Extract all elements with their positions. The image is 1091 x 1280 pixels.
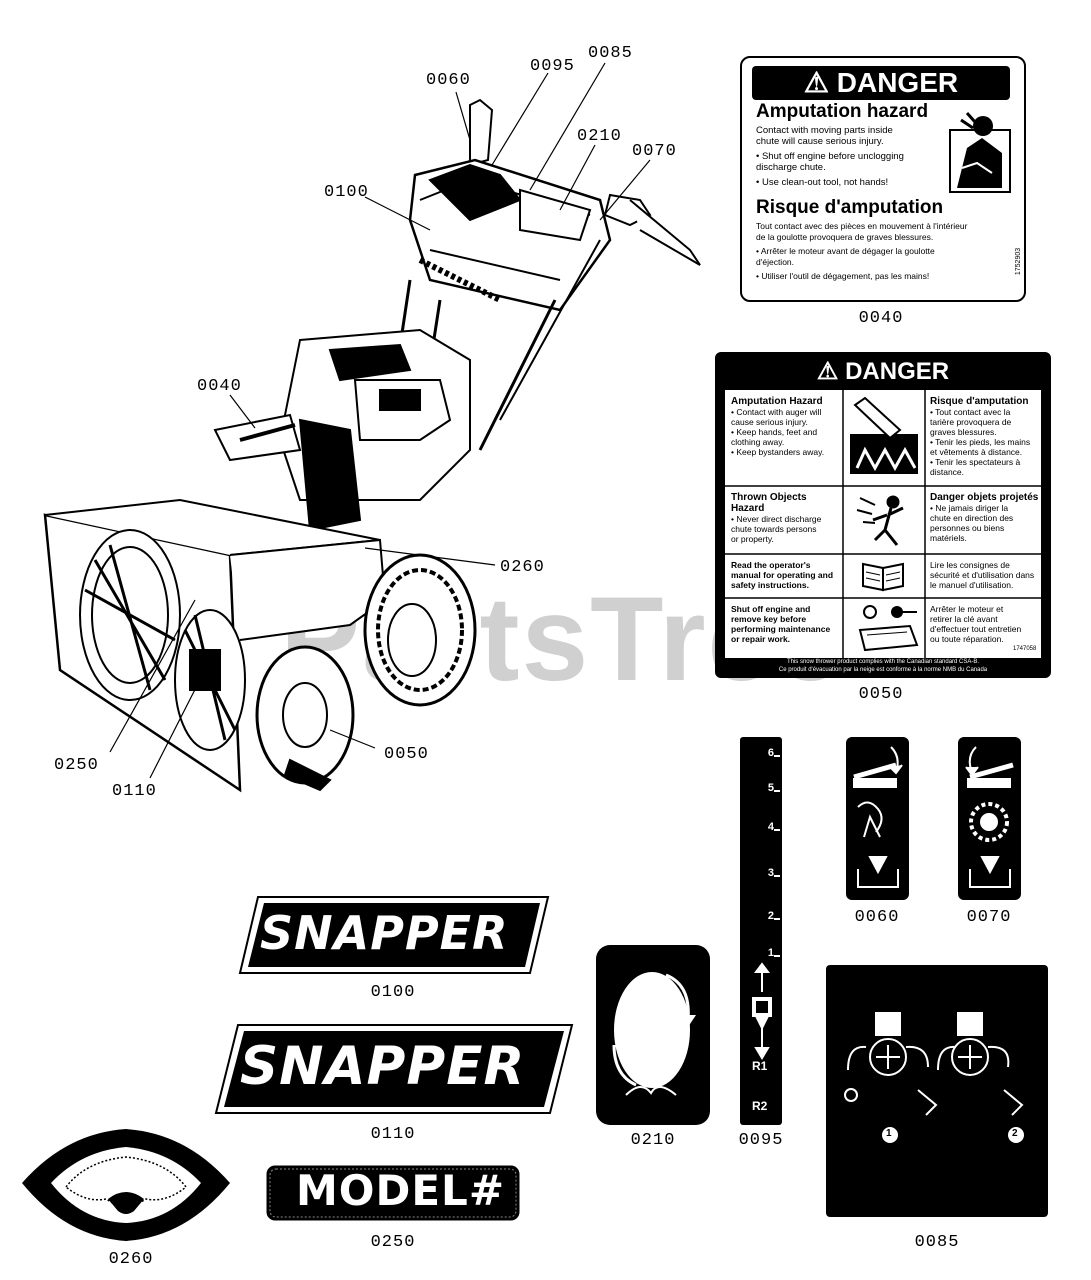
auger-icon bbox=[850, 396, 918, 474]
reverse-1-label: R1 bbox=[752, 1059, 768, 1073]
decal-0060-auger-control bbox=[846, 737, 909, 900]
shut-off-engine-fr: Arrêter le moteur et retirer la clé avan… bbox=[930, 604, 1022, 644]
reverse-2-label: R2 bbox=[752, 1099, 768, 1113]
key-icon bbox=[858, 605, 919, 652]
decal-grid: Amputation Hazard • Contact with auger w… bbox=[725, 390, 1041, 658]
decal-0050-danger: ⚠ DANGER bbox=[715, 352, 1051, 678]
read-manual-fr: Lire les consignes de sécurité et d'util… bbox=[930, 560, 1035, 590]
text-line: de la goulotte provoquera de graves bles… bbox=[756, 232, 934, 242]
callout-0110: 0110 bbox=[112, 782, 157, 801]
callout-0250: 0250 bbox=[54, 756, 99, 775]
position-2-label: 2 bbox=[1012, 1128, 1018, 1139]
decal-0210-chute-rotation bbox=[596, 945, 710, 1125]
decal-0095-speed-scale: 6 5 4 3 2 1 R1 R2 bbox=[740, 737, 782, 1125]
danger-banner: ⚠ DANGER bbox=[816, 358, 950, 385]
hand-in-chute-icon bbox=[949, 112, 1011, 193]
grid-lines bbox=[725, 390, 1041, 658]
caption-0040: 0040 bbox=[858, 309, 904, 328]
heading-fr: Risque d'amputation bbox=[756, 197, 944, 218]
callout-0095: 0095 bbox=[530, 57, 575, 76]
text-line: Contact with moving parts inside bbox=[756, 125, 893, 136]
amputation-hazard-en: Amputation Hazard • Contact with auger w… bbox=[731, 396, 825, 458]
scale-tick: 3 bbox=[767, 867, 774, 879]
snowblower-drawing bbox=[43, 62, 701, 793]
scale-tick: 4 bbox=[767, 821, 774, 833]
read-manual-en: Read the operator's manual for operating… bbox=[731, 560, 834, 590]
callout-0050: 0050 bbox=[384, 745, 429, 764]
text-line: d'éjection. bbox=[756, 257, 795, 267]
decal-0070-drive-control bbox=[958, 737, 1021, 900]
thrown-objects-fr: Danger objets projetés • Ne jamais dirig… bbox=[930, 492, 1039, 544]
caption-0070: 0070 bbox=[966, 908, 1012, 927]
scale-tick: 5 bbox=[767, 782, 774, 794]
tick-mark bbox=[774, 918, 780, 920]
model-number-plate-0250 bbox=[266, 1165, 520, 1221]
text-line: • Use clean-out tool, not hands! bbox=[756, 177, 889, 188]
thrown-objects-icon bbox=[856, 495, 904, 546]
snapper-wordmark: SNAPPER bbox=[240, 1036, 526, 1097]
decal-code: 1752903 bbox=[1015, 247, 1023, 276]
drive-engage-icon bbox=[965, 746, 1014, 888]
control-panel-icons bbox=[844, 1012, 1024, 1143]
amputation-hazard-fr: Risque d'amputation • Tout contact avec … bbox=[930, 396, 1031, 478]
scale-tick: 6 bbox=[767, 747, 774, 759]
thrown-objects-en: Thrown Objects Hazard • Never direct dis… bbox=[731, 492, 822, 545]
caption-0210: 0210 bbox=[630, 1131, 676, 1150]
scale-tick: 1 bbox=[767, 947, 774, 959]
model-number-label: MODEL# bbox=[296, 1166, 506, 1215]
caption-0060: 0060 bbox=[854, 908, 900, 927]
tick-mark bbox=[774, 790, 780, 792]
tick-mark bbox=[774, 955, 780, 957]
manual-icon bbox=[862, 562, 904, 592]
turtle-emblem-0260 bbox=[22, 1129, 230, 1241]
text-line: Tout contact avec des pièces en mouvemen… bbox=[756, 221, 968, 231]
tick-mark bbox=[774, 875, 780, 877]
caption-0085: 0085 bbox=[914, 1233, 960, 1252]
tick-mark bbox=[774, 829, 780, 831]
chute-rotation-icon bbox=[612, 972, 696, 1096]
callout-0070: 0070 bbox=[632, 142, 677, 161]
auger-engage-icon bbox=[853, 746, 903, 888]
callout-0085: 0085 bbox=[588, 44, 633, 63]
text-line: • Utiliser l'outil de dégagement, pas le… bbox=[756, 271, 930, 281]
caption-0250: 0250 bbox=[370, 1233, 416, 1252]
direction-arrows-icon bbox=[752, 962, 772, 1060]
callout-0100: 0100 bbox=[324, 183, 369, 202]
text-line: discharge chute. bbox=[756, 162, 826, 173]
callout-0260: 0260 bbox=[500, 558, 545, 577]
tick-mark bbox=[774, 755, 780, 757]
shut-off-engine-en: Shut off engine and remove key before pe… bbox=[731, 604, 831, 644]
callout-0060: 0060 bbox=[426, 71, 471, 90]
snapper-logo-0110 bbox=[214, 1024, 574, 1114]
caption-0100: 0100 bbox=[370, 983, 416, 1002]
text-line: • Shut off engine before unclogging bbox=[756, 151, 904, 162]
text-line: • Arrêter le moteur avant de dégager la … bbox=[756, 246, 935, 256]
snapper-logo-0100 bbox=[238, 896, 550, 974]
danger-banner: ⚠ DANGER bbox=[752, 66, 1010, 100]
caption-0095: 0095 bbox=[738, 1131, 784, 1150]
callout-0210: 0210 bbox=[577, 127, 622, 146]
caption-0260: 0260 bbox=[108, 1250, 154, 1269]
caption-0110: 0110 bbox=[370, 1125, 416, 1144]
heading-en: Amputation hazard bbox=[756, 101, 929, 122]
caption-0050: 0050 bbox=[858, 685, 904, 704]
text-line: chute will cause serious injury. bbox=[756, 136, 884, 147]
callout-0040: 0040 bbox=[197, 377, 242, 396]
snapper-wordmark: SNAPPER bbox=[260, 906, 509, 960]
scale-tick: 2 bbox=[767, 910, 774, 922]
decal-footer: This snow thrower product complies with … bbox=[778, 659, 988, 673]
decal-code: 1747058 bbox=[1013, 646, 1037, 652]
position-1-label: 1 bbox=[886, 1128, 892, 1139]
decal-0085-control-panel: 1 2 bbox=[826, 965, 1048, 1217]
decal-0040-amputation: ⚠ DANGER Amputation hazard Contact with … bbox=[740, 56, 1026, 302]
